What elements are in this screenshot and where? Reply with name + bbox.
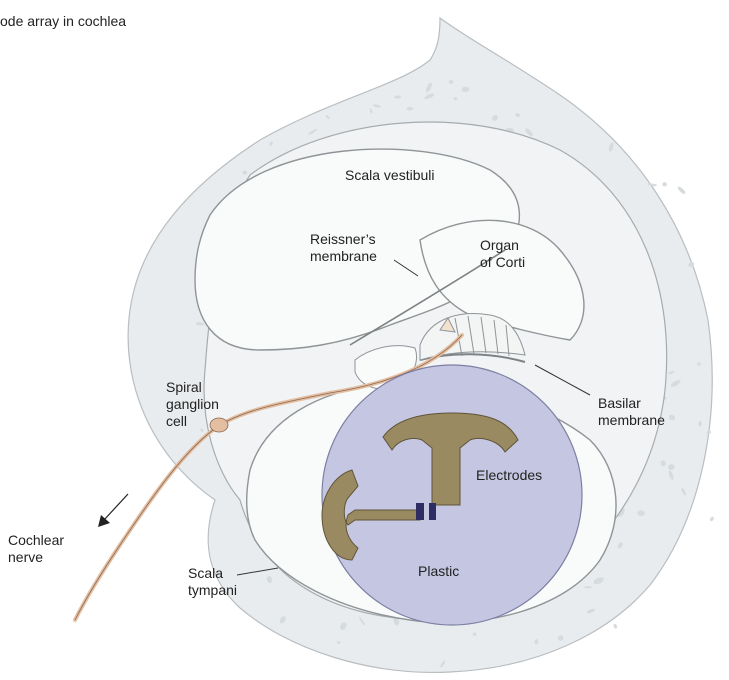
electrode-array xyxy=(322,365,582,625)
spiral-ganglion-cell-body xyxy=(210,418,228,432)
label-organ-of-corti: Organ of Corti xyxy=(480,237,525,270)
nerve-direction-arrow xyxy=(98,494,128,527)
label-scala-vestibuli: Scala vestibuli xyxy=(345,167,435,183)
electrode-contact-1 xyxy=(416,503,424,520)
label-plastic: Plastic xyxy=(418,563,459,579)
label-electrodes: Electrodes xyxy=(476,467,542,483)
figure-title: ode array in cochlea xyxy=(0,13,126,29)
label-reissners-membrane: Reissner’s membrane xyxy=(310,231,380,264)
electrode-contact-2 xyxy=(429,503,436,520)
label-cochlear-nerve: Cochlear nerve xyxy=(8,532,68,565)
